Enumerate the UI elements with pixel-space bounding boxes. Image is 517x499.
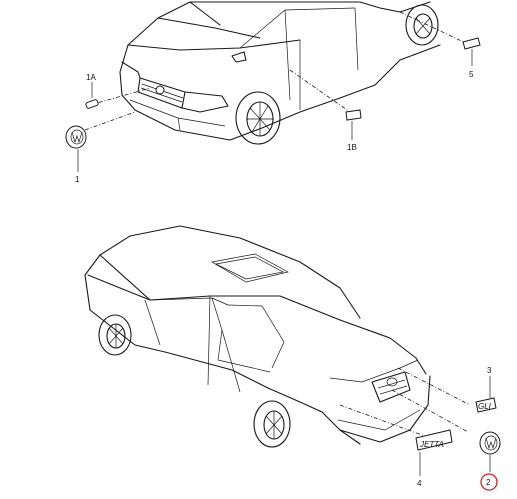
part-2-rear-emblem[interactable] [479,431,501,455]
callout-1[interactable]: 1 [75,175,80,184]
part-4-model-badge[interactable] [415,429,453,451]
part-3-trim-badge[interactable] [475,397,497,413]
callout-5[interactable]: 5 [469,70,474,79]
trim-badge-script: GLI [478,402,492,411]
callout-3[interactable]: 3 [487,366,492,375]
part-1-front-emblem[interactable] [65,125,87,149]
callout-2[interactable]: 2 [486,478,491,487]
callout-1b[interactable]: 1B [347,143,357,152]
car-front-view [119,1,441,145]
part-1a-clip[interactable] [85,99,99,109]
callout-1a[interactable]: 1A [86,73,96,82]
car-rear-view [84,225,431,448]
highlight-ring [480,473,498,491]
callout-4[interactable]: 4 [417,479,422,488]
part-1b-plate[interactable] [345,109,362,121]
model-badge-script: JETTA [419,440,444,449]
part-5-plate[interactable] [462,37,481,50]
